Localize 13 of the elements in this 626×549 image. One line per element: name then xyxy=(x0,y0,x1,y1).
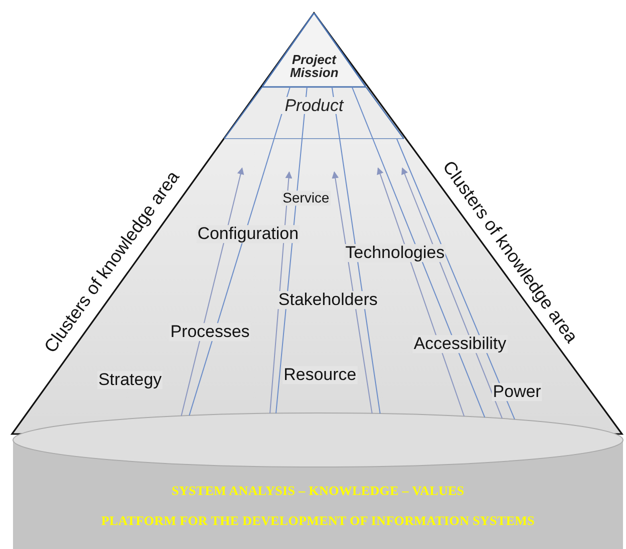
cluster-label: Accessibility xyxy=(412,335,508,353)
cluster-label: Stakeholders xyxy=(277,291,379,309)
cluster-label: Technologies xyxy=(344,244,446,262)
connector-line xyxy=(372,138,486,418)
cluster-label: Strategy xyxy=(97,371,163,389)
platform-text: SYSTEM ANALYSIS – KNOWLEDGE – VALUES xyxy=(172,484,464,498)
cluster-label: Resource xyxy=(282,366,358,384)
cluster-label: Power xyxy=(492,383,542,401)
platform-text: PLATFORM FOR THE DEVELOPMENT OF INFORMATION SYSTEMS xyxy=(101,514,535,528)
cluster-label: Configuration xyxy=(196,225,300,243)
cluster-label: Service xyxy=(282,190,330,206)
apex-label: Project Mission xyxy=(290,53,338,79)
cluster-label: Processes xyxy=(169,323,251,341)
